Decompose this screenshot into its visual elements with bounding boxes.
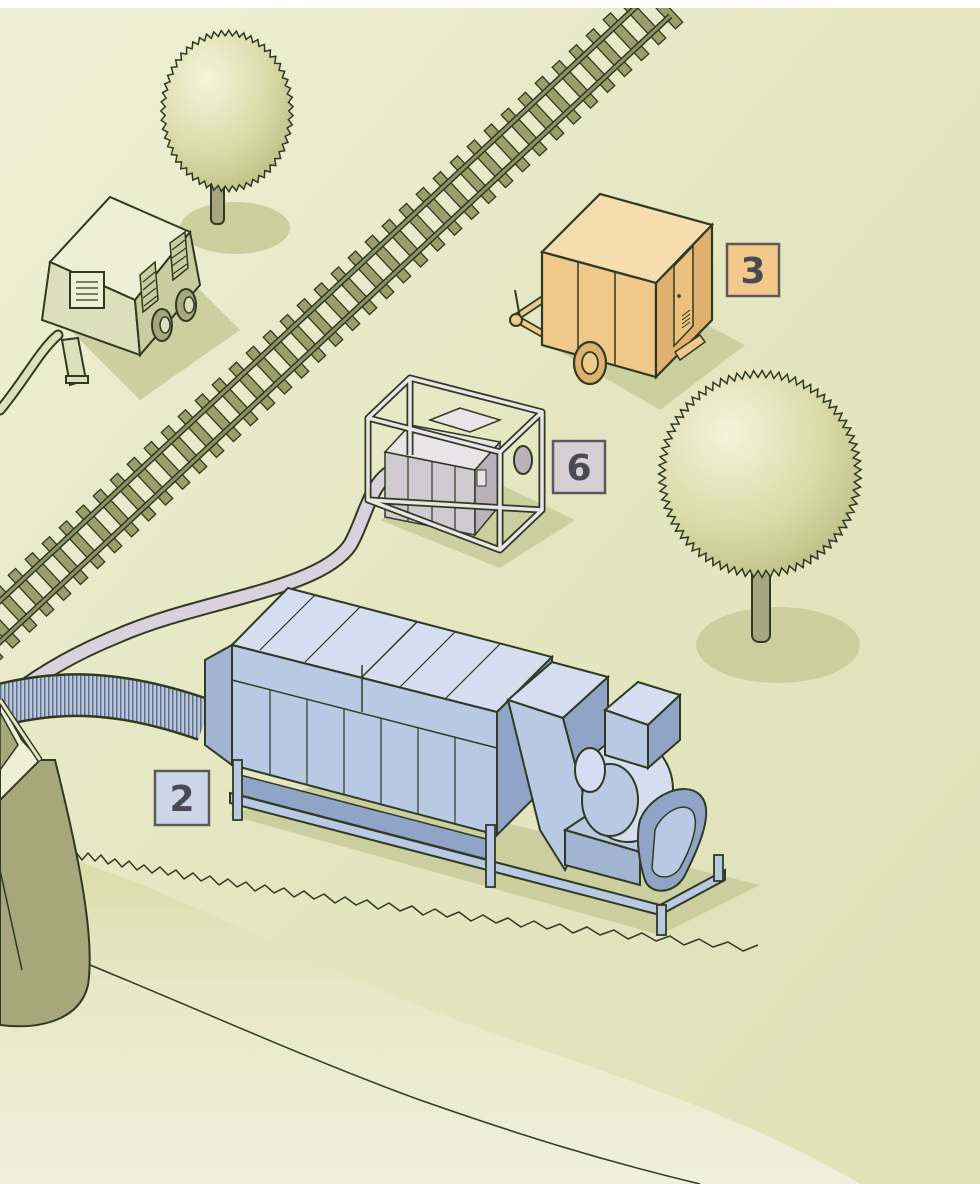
label-dryer: 2 <box>155 771 209 825</box>
label-trailer-number: 3 <box>740 251 765 292</box>
label-dryer-number: 2 <box>169 779 194 820</box>
label-trailer: 3 <box>727 244 779 296</box>
label-generator-number: 6 <box>566 448 591 489</box>
label-generator: 6 <box>553 441 605 493</box>
